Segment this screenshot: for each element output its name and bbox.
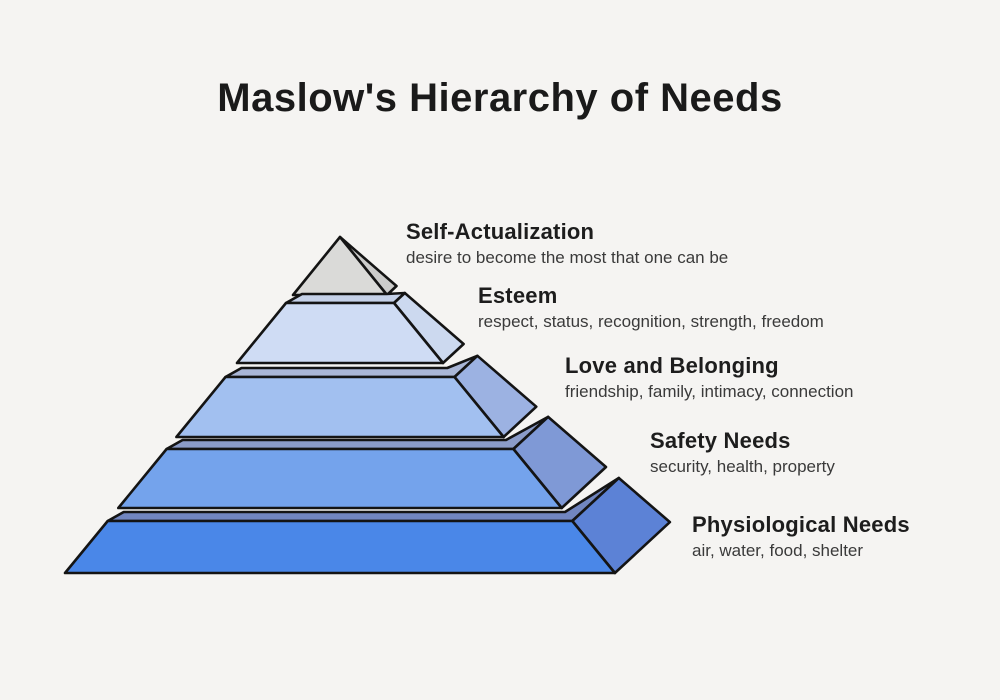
pyramid-tier-safety bbox=[117, 415, 608, 510]
label-love-belonging: Love and Belonging friendship, family, i… bbox=[565, 353, 854, 404]
level-description: security, health, property bbox=[650, 457, 835, 477]
tier3-front-face bbox=[175, 375, 505, 439]
page-title: Maslow's Hierarchy of Needs bbox=[217, 76, 783, 120]
level-description: desire to become the most that one can b… bbox=[406, 248, 729, 268]
level-description: friendship, family, intimacy, connection bbox=[565, 382, 854, 402]
label-esteem: Esteem respect, status, recognition, str… bbox=[478, 283, 824, 334]
tier4-front-face bbox=[117, 447, 564, 510]
level-name: Self-Actualization bbox=[406, 219, 595, 244]
label-self-actualization: Self-Actualization desire to become the … bbox=[406, 219, 728, 270]
level-name: Esteem bbox=[478, 283, 558, 308]
pyramid-tier-self-actualization bbox=[291, 235, 398, 297]
level-description: air, water, food, shelter bbox=[692, 541, 864, 561]
level-name: Love and Belonging bbox=[565, 353, 779, 378]
tier2-top-lip bbox=[284, 291, 407, 305]
label-physiological: Physiological Needs air, water, food, sh… bbox=[692, 512, 910, 563]
tier5-front-face bbox=[63, 519, 617, 575]
level-name: Physiological Needs bbox=[692, 512, 910, 537]
label-safety: Safety Needs security, health, property bbox=[650, 428, 835, 479]
pyramid-tier-physiological bbox=[63, 476, 672, 575]
tier2-front-face bbox=[235, 301, 445, 365]
pyramid-tier-esteem bbox=[235, 291, 465, 365]
pyramid-tier-love-belonging bbox=[175, 354, 538, 439]
level-description: respect, status, recognition, strength, … bbox=[478, 312, 824, 332]
level-name: Safety Needs bbox=[650, 428, 791, 453]
